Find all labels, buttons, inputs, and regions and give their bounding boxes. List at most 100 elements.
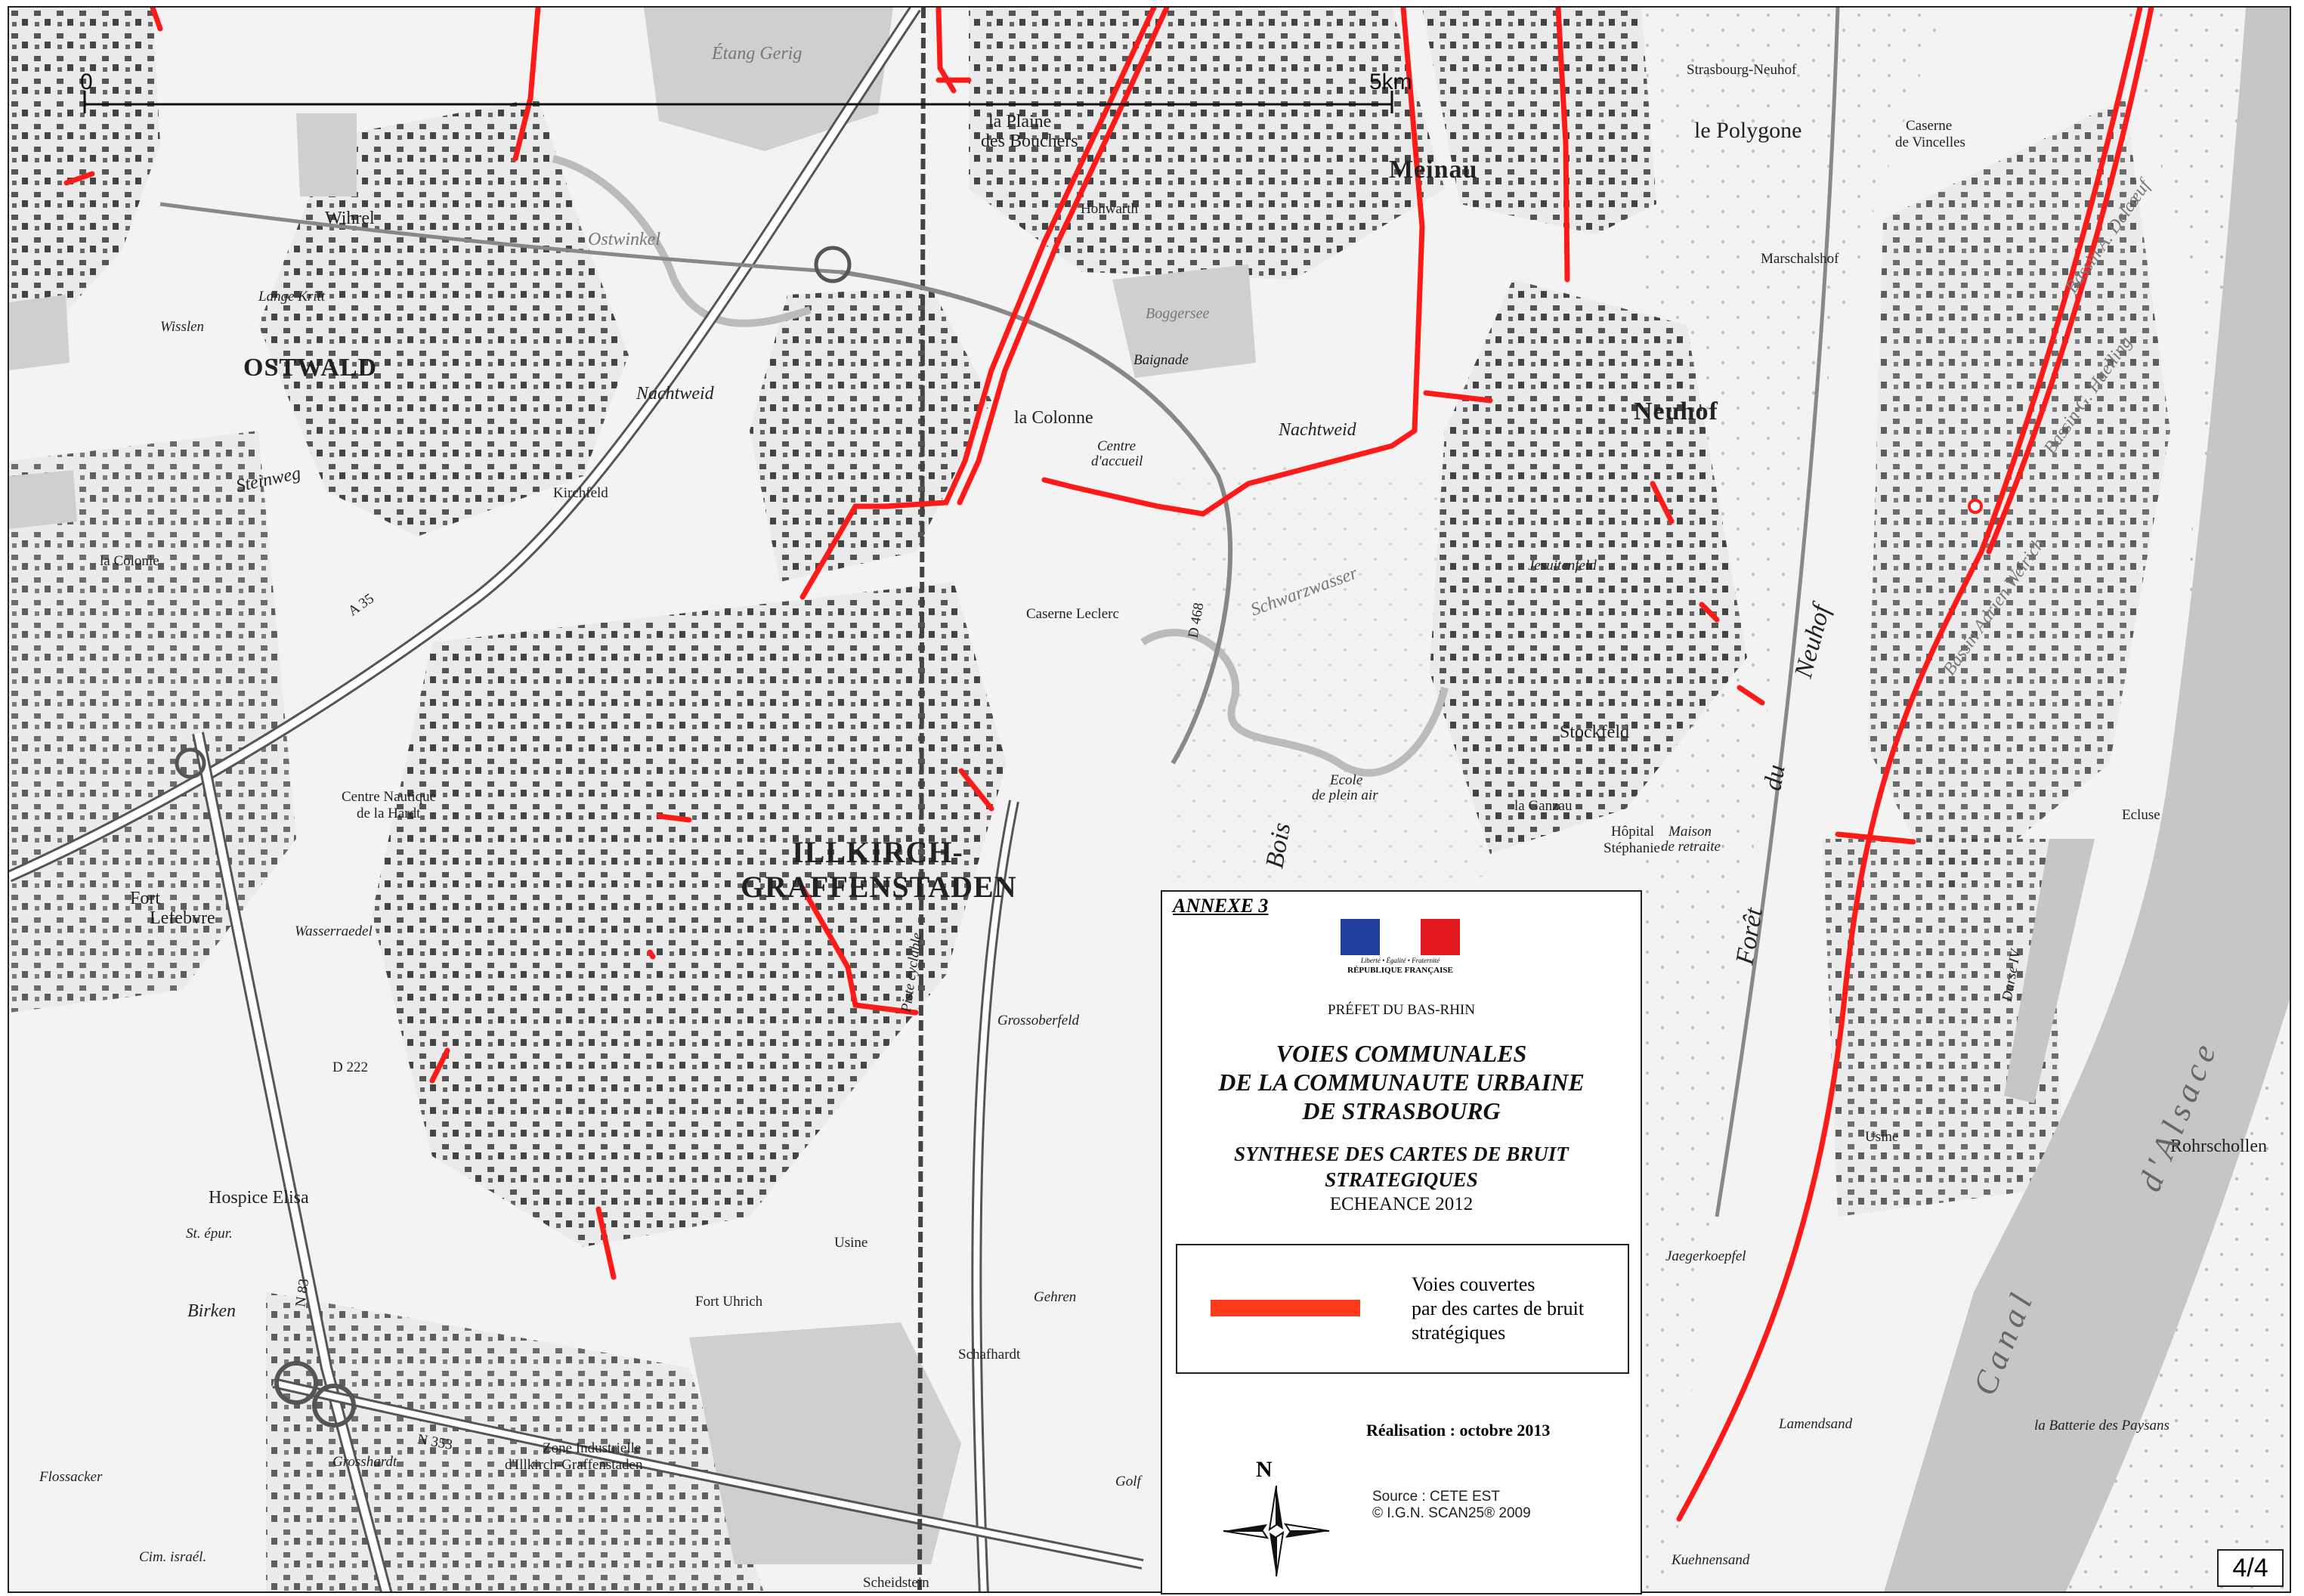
source-line-1: Source : CETE EST bbox=[1372, 1489, 1500, 1505]
interchange bbox=[312, 1384, 356, 1427]
place-polygone: le Polygone bbox=[1694, 118, 1802, 143]
noise-road bbox=[1676, 8, 2143, 1522]
river bbox=[1140, 629, 1449, 777]
label-hopital-2: Stéphanie bbox=[1604, 840, 1660, 856]
map-canvas[interactable] bbox=[9, 8, 2291, 1593]
legend-item-line-1: Voies couvertes bbox=[1412, 1273, 1535, 1295]
label-la-colonne: la Colonne bbox=[1014, 408, 1093, 428]
prefect-label: PRÉFET DU BAS-RHIN bbox=[1328, 1002, 1475, 1018]
legend-item-line-3: stratégiques bbox=[1412, 1322, 1506, 1344]
motorway bbox=[194, 732, 391, 1591]
label-golf: Golf bbox=[1115, 1474, 1141, 1489]
label-stockfeld: Stockfeld bbox=[1560, 722, 1629, 742]
legend-deadline: ECHEANCE 2012 bbox=[1329, 1194, 1474, 1214]
forest-area bbox=[1173, 461, 1490, 892]
label-nachtweid-2: Nachtweid bbox=[1279, 420, 1356, 440]
legend-subtitle-1: SYNTHESE DES CARTES DE BRUIT bbox=[1234, 1143, 1569, 1165]
source-text: Source : CETE EST © I.G.N. SCAN25® 2009 bbox=[1372, 1489, 1531, 1522]
label-scheidstein: Scheidstein bbox=[863, 1575, 929, 1591]
noise-road bbox=[647, 949, 656, 960]
label-jaegerkoepfel: Jaegerkoepfel bbox=[1665, 1248, 1746, 1264]
label-zone-ind-1: Zone Industrielle bbox=[543, 1440, 642, 1456]
source-line-2: © I.G.N. SCAN25® 2009 bbox=[1372, 1505, 1531, 1521]
noise-road bbox=[63, 171, 95, 186]
label-kirchfeld: Kirchfeld bbox=[553, 485, 608, 501]
label-jesuitenfeld: Jesuitenfeld bbox=[1528, 558, 1597, 574]
legend-item-line-2: par des cartes de bruit bbox=[1412, 1298, 1585, 1319]
label-d222: D 222 bbox=[332, 1059, 368, 1075]
noise-road bbox=[1737, 685, 1765, 706]
label-baignade: Baignade bbox=[1133, 352, 1189, 368]
urban-area bbox=[266, 1292, 764, 1591]
label-du: du bbox=[1758, 762, 1791, 793]
interchange bbox=[175, 747, 206, 779]
noise-road bbox=[1041, 8, 1425, 517]
urban-area bbox=[1430, 280, 1747, 854]
noise-road bbox=[958, 768, 994, 812]
republique-francaise-logo: Liberté • Égalité • Fraternité RÉPUBLIQU… bbox=[1341, 919, 1460, 976]
label-caserne-leclerc: Caserne Leclerc bbox=[1026, 606, 1119, 622]
town-illkirch-1: ILLKIRCH- bbox=[792, 835, 963, 869]
urban-area bbox=[1868, 98, 2170, 899]
town-illkirch-2: GRAFFENSTADEN bbox=[741, 870, 1017, 904]
label-ecole-plein-air-2: de plein air bbox=[1312, 787, 1378, 803]
road bbox=[159, 202, 841, 274]
noise-road bbox=[799, 8, 1157, 600]
label-maison-retraite-2: de retraite bbox=[1661, 839, 1721, 855]
label-wihrel: Wihrel bbox=[325, 209, 375, 228]
legend-panel: ANNEXE 3 Liberté • Égalité • Fraternité … bbox=[1161, 890, 1642, 1594]
label-fort-uhrich: Fort Uhrich bbox=[695, 1294, 763, 1310]
noise-road bbox=[429, 1047, 450, 1084]
railway bbox=[917, 8, 926, 1591]
label-plaine-bouchers-2: des Bouchers bbox=[981, 131, 1078, 151]
town-ostwald: OSTWALD bbox=[243, 354, 378, 382]
label-hopital-1: Hôpital bbox=[1611, 824, 1654, 840]
label-hohwarth: Hohwarth bbox=[1081, 201, 1138, 217]
label-caserne-vincelles-2: de Vincelles bbox=[1895, 135, 1965, 150]
scale-start-label: 0 bbox=[80, 70, 93, 94]
motorway bbox=[9, 8, 920, 880]
interchange bbox=[274, 1361, 318, 1405]
noise-road bbox=[957, 8, 1170, 506]
noise-road bbox=[1699, 602, 1720, 623]
rf-motto: Liberté • Égalité • Fraternité bbox=[1360, 957, 1440, 964]
noise-road bbox=[150, 8, 163, 32]
label-la-colonie: la Colonie bbox=[100, 553, 159, 569]
label-schafhardt: Schafhardt bbox=[958, 1347, 1021, 1362]
noise-road bbox=[1555, 8, 1570, 283]
canal-water bbox=[2004, 839, 2095, 1103]
noise-road-junction bbox=[1968, 499, 1983, 514]
legend-title-2: DE LA COMMUNAUTE URBAINE bbox=[1218, 1069, 1585, 1096]
map-frame[interactable]: 0 5km OSTWALD ILLKIRCH- GRAFFENSTADEN Ne… bbox=[8, 6, 2291, 1593]
water-body bbox=[644, 8, 893, 151]
interchange bbox=[814, 246, 852, 283]
river bbox=[552, 155, 812, 327]
label-ostwinkel: Ostwinkel bbox=[588, 230, 660, 249]
urban-area bbox=[9, 8, 160, 332]
label-cim-israel: Cim. israél. bbox=[139, 1549, 207, 1565]
urban-area bbox=[258, 98, 629, 537]
water-body bbox=[689, 1322, 961, 1564]
north-arrow-icon bbox=[1223, 1485, 1330, 1577]
noise-road bbox=[656, 813, 692, 823]
water-body bbox=[296, 113, 357, 196]
page-number: 4/4 bbox=[2217, 1549, 2284, 1587]
label-kuehnensand: Kuehnensand bbox=[1672, 1552, 1750, 1568]
label-birken: Birken bbox=[187, 1301, 236, 1321]
rf-name: RÉPUBLIQUE FRANÇAISE bbox=[1347, 966, 1453, 975]
canal-water bbox=[1884, 8, 2290, 1591]
noise-road bbox=[1986, 8, 2154, 555]
motorway bbox=[973, 800, 1017, 1591]
label-grosshardt: Grosshardt bbox=[332, 1454, 397, 1470]
legend-swatch-noise-road bbox=[1211, 1300, 1360, 1316]
label-gehren: Gehren bbox=[1034, 1289, 1077, 1305]
label-nachtweid: Nachtweid bbox=[636, 384, 714, 404]
road bbox=[1715, 8, 1840, 1217]
urban-area bbox=[969, 8, 1445, 280]
water-body bbox=[9, 470, 77, 529]
road bbox=[840, 270, 1233, 765]
label-strasbourg-neuhof: Strasbourg-Neuhof bbox=[1687, 62, 1797, 78]
label-centre-accueil-2: d'accueil bbox=[1091, 453, 1143, 469]
north-label: N bbox=[1256, 1457, 1273, 1482]
town-meinau: Meinau bbox=[1389, 156, 1478, 184]
